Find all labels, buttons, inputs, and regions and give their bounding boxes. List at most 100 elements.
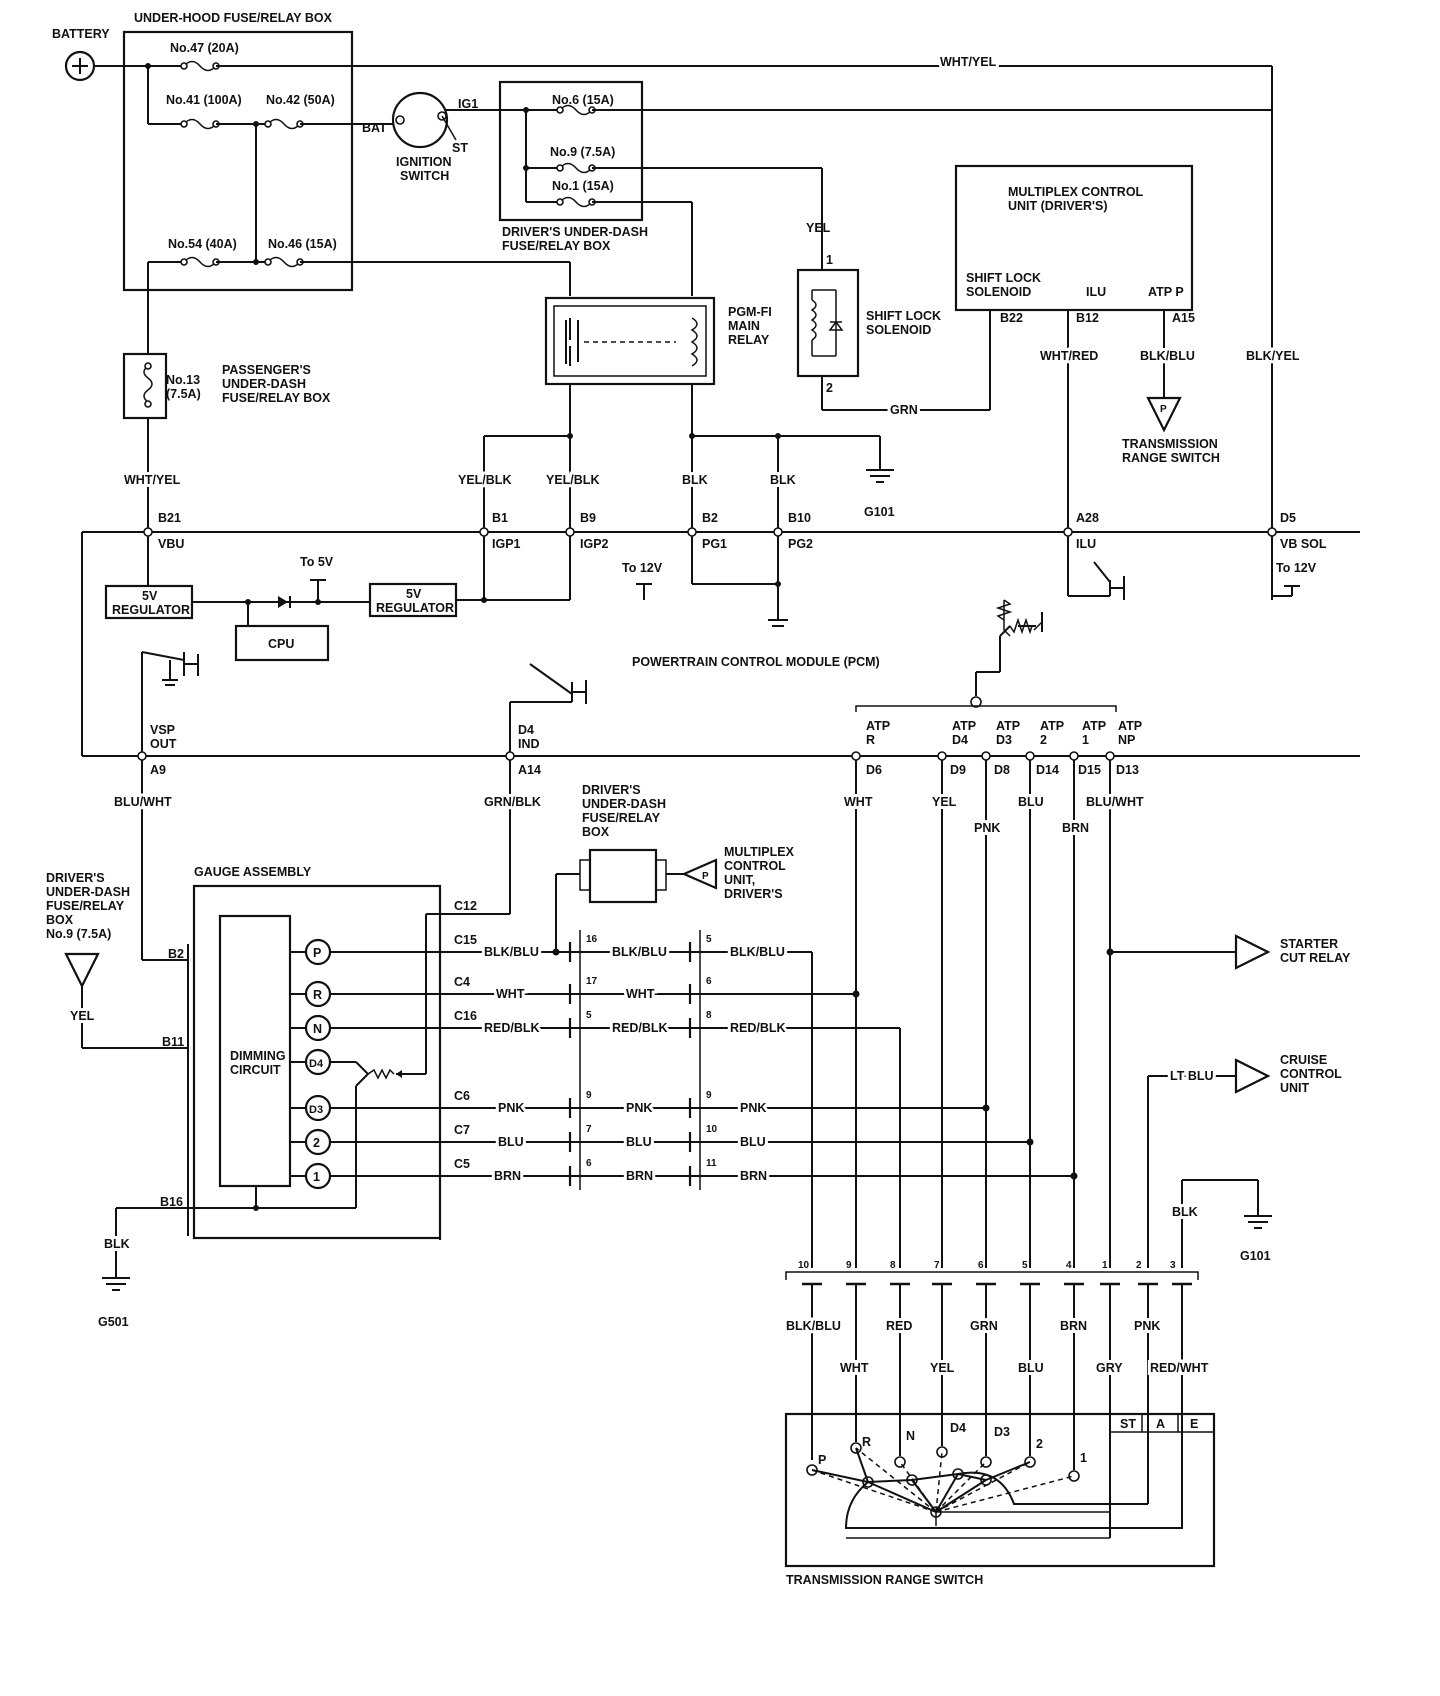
trs-pin-5: 5 — [1022, 1260, 1028, 1271]
driver-underdash-box: DRIVER'S UNDER-DASH FUSE/RELAY BOX No.6 … — [498, 80, 1272, 296]
pgmfi-l3: RELAY — [728, 333, 770, 347]
sl-l2: SOLENOID — [866, 323, 931, 337]
d4ind2: IND — [518, 737, 540, 751]
trs-d3: D3 — [994, 1425, 1010, 1439]
pin-a9: A9 — [150, 763, 166, 777]
pin-b9: B9 — [580, 511, 596, 525]
trs-pin-3: 7 — [934, 1260, 940, 1271]
pass-label2: UNDER-DASH — [222, 377, 306, 391]
driver-box-2: DRIVER'S UNDER-DASH FUSE/RELAY BOX P MUL… — [552, 783, 795, 956]
trs-d4: D4 — [950, 1421, 966, 1435]
wire-blu-wht2: BLU/WHT — [1086, 795, 1144, 809]
fuse-42: No.42 (50A) — [266, 93, 335, 107]
trs-w1: BLK/BLU — [786, 1319, 841, 1333]
ind-p: P — [313, 946, 321, 960]
pin-d13: D13 — [1116, 763, 1139, 777]
row3-pa: 9 — [586, 1090, 592, 1101]
trs-w5: GRN — [970, 1319, 998, 1333]
g101-label: G101 — [864, 505, 895, 519]
multiplex-control-unit: MULTIPLEX CONTROL UNIT (DRIVER'S) SHIFT … — [954, 164, 1303, 532]
starter-l2: CUT RELAY — [1280, 951, 1351, 965]
driver-box-title1: DRIVER'S UNDER-DASH — [502, 225, 648, 239]
wire-wht-yel-top: WHT/YEL — [940, 55, 997, 69]
mcu2-p: P — [702, 871, 709, 882]
to5v: To 5V — [300, 555, 334, 569]
atpd4-1: ATP — [952, 719, 976, 733]
reg2-b: REGULATOR — [376, 601, 454, 615]
reg1-b: REGULATOR — [112, 603, 190, 617]
atpnp2: NP — [1118, 733, 1135, 747]
gauge-title: GAUGE ASSEMBLY — [194, 865, 312, 879]
ign-label1: IGNITION — [396, 155, 452, 169]
trs-pin-2: 8 — [890, 1260, 896, 1271]
cpu: CPU — [268, 637, 294, 651]
atp2-2: 2 — [1040, 733, 1047, 747]
cruise-wire: LT BLU — [1170, 1069, 1214, 1083]
gauge-blk: BLK — [104, 1237, 130, 1251]
gauge-c7: C7 — [454, 1123, 470, 1137]
gauge-c12: C12 — [454, 899, 477, 913]
trs-connector: 10 9 8 7 6 5 4 1 2 3 BLK/BLU WHT RED YEL… — [783, 1260, 1212, 1538]
row2-pb: 8 — [706, 1010, 712, 1021]
wire-blk1: BLK — [682, 473, 708, 487]
gauge-assembly: GAUGE ASSEMBLY B2 B11 B16 DIMMING CIRCUI… — [98, 865, 477, 1329]
row5-pb: 11 — [706, 1158, 717, 1169]
wire-blk2: BLK — [770, 473, 796, 487]
row4-wa: BLU — [498, 1135, 524, 1149]
ign-st: ST — [452, 141, 468, 155]
dim2: CIRCUIT — [230, 1063, 281, 1077]
pgmfi-l2: MAIN — [728, 319, 760, 333]
mcu-atpp: ATP P — [1148, 285, 1184, 299]
db3-l5: No.9 (7.5A) — [46, 927, 111, 941]
g101b-g: G101 — [1240, 1249, 1271, 1263]
row0-wb: BLK/BLU — [612, 945, 667, 959]
pass-label1: PASSENGER'S — [222, 363, 311, 377]
row2-wc: RED/BLK — [730, 1021, 786, 1035]
trs-n: N — [906, 1429, 915, 1443]
atpd4-2: D4 — [952, 733, 968, 747]
pin-pg1: PG1 — [702, 537, 727, 551]
trs-top-connector: P TRANSMISSION RANGE SWITCH — [1122, 396, 1220, 465]
trs-top-l2: RANGE SWITCH — [1122, 451, 1220, 465]
fuse-54: No.54 (40A) — [168, 237, 237, 251]
to12v-b: To 12V — [1276, 561, 1317, 575]
gauge-c5: C5 — [454, 1157, 470, 1171]
vsp1: VSP — [150, 723, 175, 737]
row3-wb: PNK — [626, 1101, 652, 1115]
gauge-c16: C16 — [454, 1009, 477, 1023]
driver-box-title2: FUSE/RELAY BOX — [502, 239, 611, 253]
sl-wire-yel: YEL — [806, 221, 831, 235]
trs-w2: WHT — [840, 1361, 869, 1375]
gauge-c4: C4 — [454, 975, 470, 989]
trs-e: E — [1190, 1417, 1198, 1431]
driver-box-3: DRIVER'S UNDER-DASH FUSE/RELAY BOX No.9 … — [46, 871, 188, 1049]
db3-l1: DRIVER'S — [46, 871, 105, 885]
atpd3-1: ATP — [996, 719, 1020, 733]
row0-wc: BLK/BLU — [730, 945, 785, 959]
shift-lock-solenoid: YEL 1 SHIFT LOCK SOLENOID 2 GRN — [796, 168, 990, 420]
row2-wb: RED/BLK — [612, 1021, 668, 1035]
g101b-blk: BLK — [1172, 1205, 1198, 1219]
pin-b10: B10 — [788, 511, 811, 525]
row1-pa: 17 — [586, 976, 598, 987]
ign-label2: SWITCH — [400, 169, 449, 183]
pin-d15: D15 — [1078, 763, 1101, 777]
vsp2: OUT — [150, 737, 177, 751]
wire-pnk: PNK — [974, 821, 1000, 835]
wire-wht: WHT — [844, 795, 873, 809]
row0-pb: 5 — [706, 934, 712, 945]
mcu2-l1: MULTIPLEX — [724, 845, 795, 859]
pass-fuse1: No.13 — [166, 373, 200, 387]
mcu-blk-yel: BLK/YEL — [1246, 349, 1300, 363]
trs-pin-9: 3 — [1170, 1260, 1176, 1271]
db2-l2: UNDER-DASH — [582, 797, 666, 811]
atp1-2: 1 — [1082, 733, 1089, 747]
trs-pin-1: 9 — [846, 1260, 852, 1271]
row3-wc: PNK — [740, 1101, 766, 1115]
sl-pin2: 2 — [826, 381, 833, 395]
pin-igp1: IGP1 — [492, 537, 521, 551]
wire-brn: BRN — [1062, 821, 1089, 835]
atpr1: ATP — [866, 719, 890, 733]
wire-yelblk2: YEL/BLK — [546, 473, 599, 487]
